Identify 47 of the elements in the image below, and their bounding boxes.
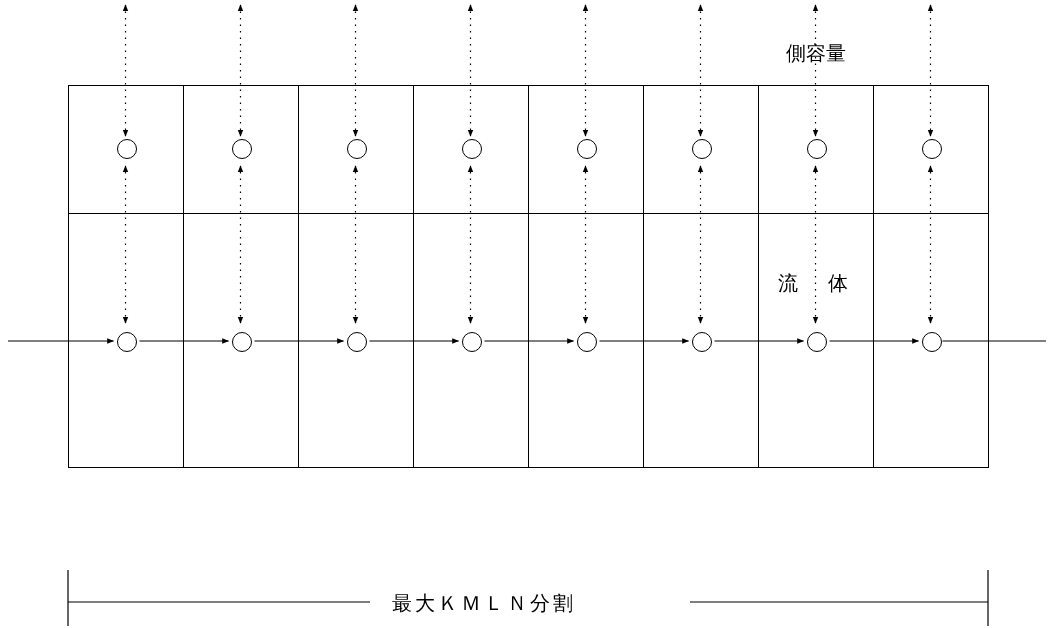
node-circle — [461, 139, 482, 159]
arrow — [7, 338, 115, 344]
arrow — [697, 4, 704, 137]
grid-cell — [68, 213, 184, 468]
node-circle — [691, 139, 712, 159]
node-circle — [806, 332, 827, 352]
arrow — [467, 4, 474, 137]
grid-cell — [873, 213, 989, 468]
arrow — [253, 338, 345, 344]
node-circle — [116, 332, 137, 352]
arrow — [467, 165, 474, 324]
arrow — [812, 165, 819, 324]
node-circle — [346, 332, 367, 352]
region-label: 側容量 — [786, 40, 846, 67]
grid-cell — [873, 85, 989, 214]
node-circle — [691, 332, 712, 352]
grid-cell — [68, 85, 184, 214]
arrow — [122, 165, 129, 324]
region-label: 流 体 — [778, 270, 861, 297]
arrow — [368, 338, 460, 344]
arrow — [927, 4, 934, 137]
node-circle — [921, 139, 942, 159]
arrow — [828, 338, 920, 344]
arrow — [237, 4, 244, 137]
arrow — [697, 165, 704, 324]
arrow — [812, 4, 819, 137]
node-circle — [231, 332, 252, 352]
arrow — [352, 165, 359, 324]
dimension-label: 最大ＫＭＬＮ分割 — [392, 590, 576, 617]
node-circle — [116, 139, 137, 159]
arrow — [122, 4, 129, 137]
node-circle — [346, 139, 367, 159]
arrow — [713, 338, 805, 344]
arrow — [582, 4, 589, 137]
arrow — [927, 165, 934, 324]
node-circle — [576, 332, 597, 352]
node-circle — [231, 139, 252, 159]
arrow — [598, 338, 690, 344]
arrow — [582, 165, 589, 324]
arrow — [138, 338, 230, 344]
node-circle — [806, 139, 827, 159]
node-circle — [576, 139, 597, 159]
arrow — [237, 165, 244, 324]
arrow — [483, 338, 575, 344]
node-circle — [461, 332, 482, 352]
arrow — [352, 4, 359, 137]
node-circle — [921, 332, 942, 352]
